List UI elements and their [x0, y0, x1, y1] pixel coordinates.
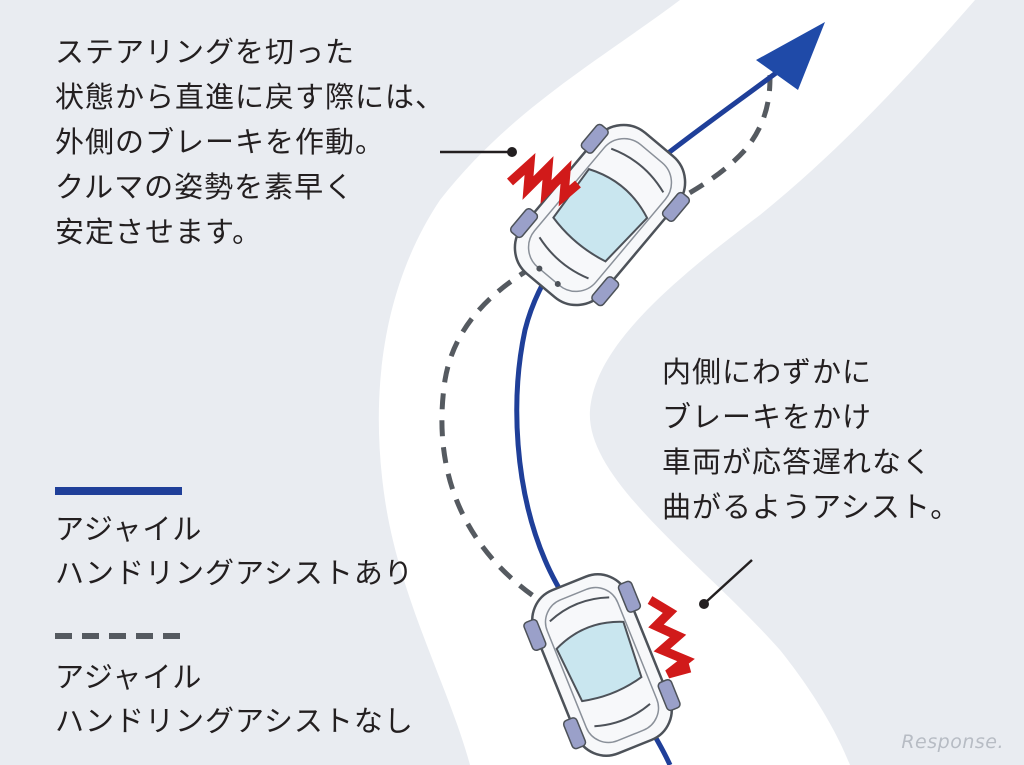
arrowhead	[756, 22, 825, 90]
car-bottom	[523, 573, 681, 757]
leader-right	[705, 559, 753, 603]
annotation-right-line: 車両が応答遅れなく	[662, 445, 933, 479]
annotation-top-line: 安定させます。	[55, 215, 263, 249]
legend-with-assist-label: アジャイル ハンドリングアシストあり	[55, 507, 414, 595]
legend-line: ハンドリングアシストあり	[55, 556, 414, 590]
annotation-top-line: ステアリングを切った	[55, 35, 356, 69]
annotation-right: 内側にわずかに ブレーキをかけ 車両が応答遅れなく 曲がるようアシスト。	[662, 350, 960, 530]
annotation-top-line: クルマの姿勢を素早く	[55, 170, 355, 204]
leader-right-dot	[699, 599, 709, 609]
annotation-right-line: 曲がるようアシスト。	[662, 490, 961, 524]
annotation-top-line: 外側のブレーキを作動。	[55, 125, 386, 159]
brake-mark-inner	[647, 596, 695, 679]
annotation-right-line: ブレーキをかけ	[662, 400, 873, 434]
legend-without-assist-label: アジャイル ハンドリングアシストなし	[55, 655, 414, 743]
annotation-top-line: 状態から直進に戻す際には、	[55, 80, 446, 114]
annotation-top: ステアリングを切った 状態から直進に戻す際には、 外側のブレーキを作動。 クルマ…	[55, 30, 445, 255]
leader-top-dot	[507, 147, 517, 157]
brake-mark-outer	[506, 153, 581, 207]
watermark-logo: Response.	[901, 731, 1004, 753]
legend-line: アジャイル	[55, 512, 203, 546]
car-top	[509, 123, 691, 307]
annotation-right-line: 内側にわずかに	[662, 355, 873, 389]
legend-line: アジャイル	[55, 660, 203, 694]
legend-line: ハンドリングアシストなし	[55, 704, 414, 738]
